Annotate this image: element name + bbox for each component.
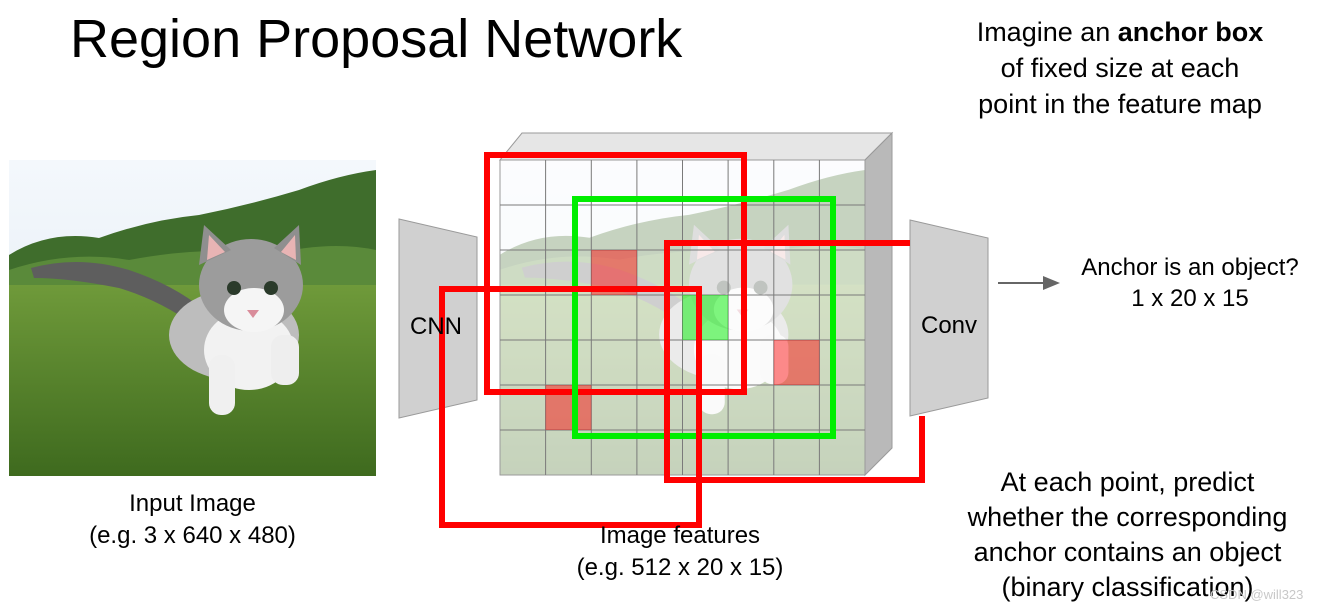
cnn-label: CNN [410,313,462,340]
prediction-note: At each point, predict whether the corre… [935,465,1320,605]
caption-line: Input Image [129,490,256,517]
conv-label: Conv [921,312,977,339]
anchor-center-cell [773,340,820,385]
feature-map-volume [498,131,894,477]
caption-line: Image features [599,522,761,549]
caption-line: (e.g. 512 x 20 x 15) [576,554,784,581]
watermark: CSDN @will323 [1210,587,1304,602]
cnn-block [398,218,478,419]
image-features-caption: Image features (e.g. 512 x 20 x 15) [530,520,830,584]
note-line: whether the corresponding [967,502,1288,532]
conv-block [909,219,989,417]
output-shape: 1 x 20 x 15 [1131,285,1249,312]
caption-line: (e.g. 3 x 640 x 480) [89,522,296,549]
note-line: anchor contains an object [973,537,1282,567]
input-image [9,160,376,476]
note-line: (binary classification) [1001,572,1254,602]
note-line: point in the feature map [978,89,1262,119]
anchor-question: Anchor is an object? 1 x 20 x 15 [1040,252,1321,314]
anchor-center-cell [682,295,729,340]
question-line: Anchor is an object? [1081,254,1299,281]
anchor-box [664,240,925,483]
input-image-caption: Input Image (e.g. 3 x 640 x 480) [40,488,345,552]
anchor-box-positive [572,196,836,439]
note-bold-text: anchor box [1117,17,1264,47]
note-text: Imagine an [976,17,1118,47]
anchor-box-note: Imagine an anchor box of fixed size at e… [930,14,1310,122]
page-title: Region Proposal Network [70,9,683,69]
anchor-box [439,286,702,528]
anchor-box [484,152,747,395]
note-line: of fixed size at each [1000,53,1240,83]
right-arrow-icon [998,276,1060,290]
note-line: At each point, predict [1000,467,1255,497]
